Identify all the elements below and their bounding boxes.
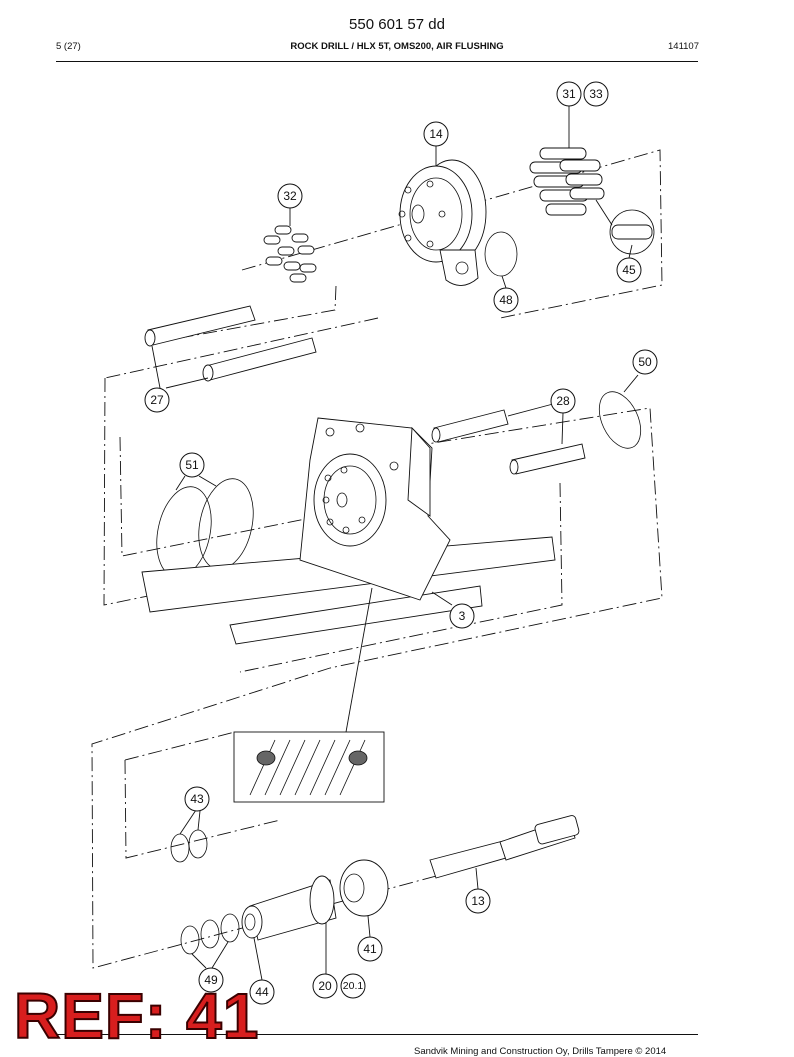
callout-13: 13 <box>465 888 491 914</box>
header-rule <box>56 61 698 62</box>
callout-20-1: 20.1 <box>340 973 366 999</box>
callout-33: 33 <box>583 81 609 107</box>
part-32-pins <box>263 225 317 283</box>
part-28-spools <box>431 409 586 475</box>
callout-31: 31 <box>556 81 582 107</box>
callout-27-label: 27 <box>150 393 164 407</box>
callout-20-1-label: 20.1 <box>343 980 364 992</box>
callout-33-label: 33 <box>589 87 603 101</box>
callout-48: 48 <box>493 287 519 313</box>
callout-32-label: 32 <box>283 189 297 203</box>
part-14-valve-housing <box>398 159 487 286</box>
part-31-33-valve-cluster <box>529 147 605 216</box>
callout-27: 27 <box>144 387 170 413</box>
callout-3-label: 3 <box>459 609 466 623</box>
callout-50-label: 50 <box>638 355 652 369</box>
part-45-valve-detail <box>595 199 655 255</box>
callout-32: 32 <box>277 183 303 209</box>
callout-20: 20 <box>312 973 338 999</box>
part-50-ring <box>598 391 642 449</box>
page-title: ROCK DRILL / HLX 5T, OMS200, AIR FLUSHIN… <box>290 41 504 52</box>
callout-48-label: 48 <box>499 293 513 307</box>
part-27-tubes <box>144 305 317 382</box>
part-49-rings <box>180 913 240 955</box>
assembly-guide-lines <box>91 149 663 969</box>
callout-45-label: 45 <box>622 263 636 277</box>
callout-leaders <box>151 106 639 981</box>
part-20-44-piston <box>241 875 337 941</box>
callout-44-label: 44 <box>255 985 269 999</box>
part-41-washer <box>339 859 389 917</box>
footer-rule <box>56 1034 698 1035</box>
callout-43: 43 <box>184 786 210 812</box>
revision-date: 141107 <box>668 41 699 52</box>
callout-31-label: 31 <box>562 87 576 101</box>
callout-28: 28 <box>550 388 576 414</box>
callout-28-label: 28 <box>556 394 570 408</box>
callout-13-label: 13 <box>471 894 485 908</box>
copyright-footer: Sandvik Mining and Construction Oy, Dril… <box>414 1046 667 1057</box>
callout-51-label: 51 <box>185 458 199 472</box>
seal-detail-inset <box>233 587 385 803</box>
part-13-shank <box>429 815 580 879</box>
callout-49: 49 <box>198 967 224 993</box>
callout-14-label: 14 <box>429 127 443 141</box>
callout-45: 45 <box>616 257 642 283</box>
part-3-cradle-housing <box>141 417 556 645</box>
callout-41: 41 <box>357 936 383 962</box>
callout-49-label: 49 <box>204 973 218 987</box>
callout-14: 14 <box>423 121 449 147</box>
callout-43-label: 43 <box>190 792 204 806</box>
callout-41-label: 41 <box>363 942 377 956</box>
callout-20-label: 20 <box>318 979 332 993</box>
callout-3: 3 <box>449 603 475 629</box>
callout-51: 51 <box>179 452 205 478</box>
callout-44: 44 <box>249 979 275 1005</box>
part-48-o-ring <box>484 231 518 277</box>
document-id: 550 601 57 dd <box>349 16 445 33</box>
page-number: 5 (27) <box>56 41 81 52</box>
reference-stamp: REF: 41 <box>13 980 260 1052</box>
callout-50: 50 <box>632 349 658 375</box>
